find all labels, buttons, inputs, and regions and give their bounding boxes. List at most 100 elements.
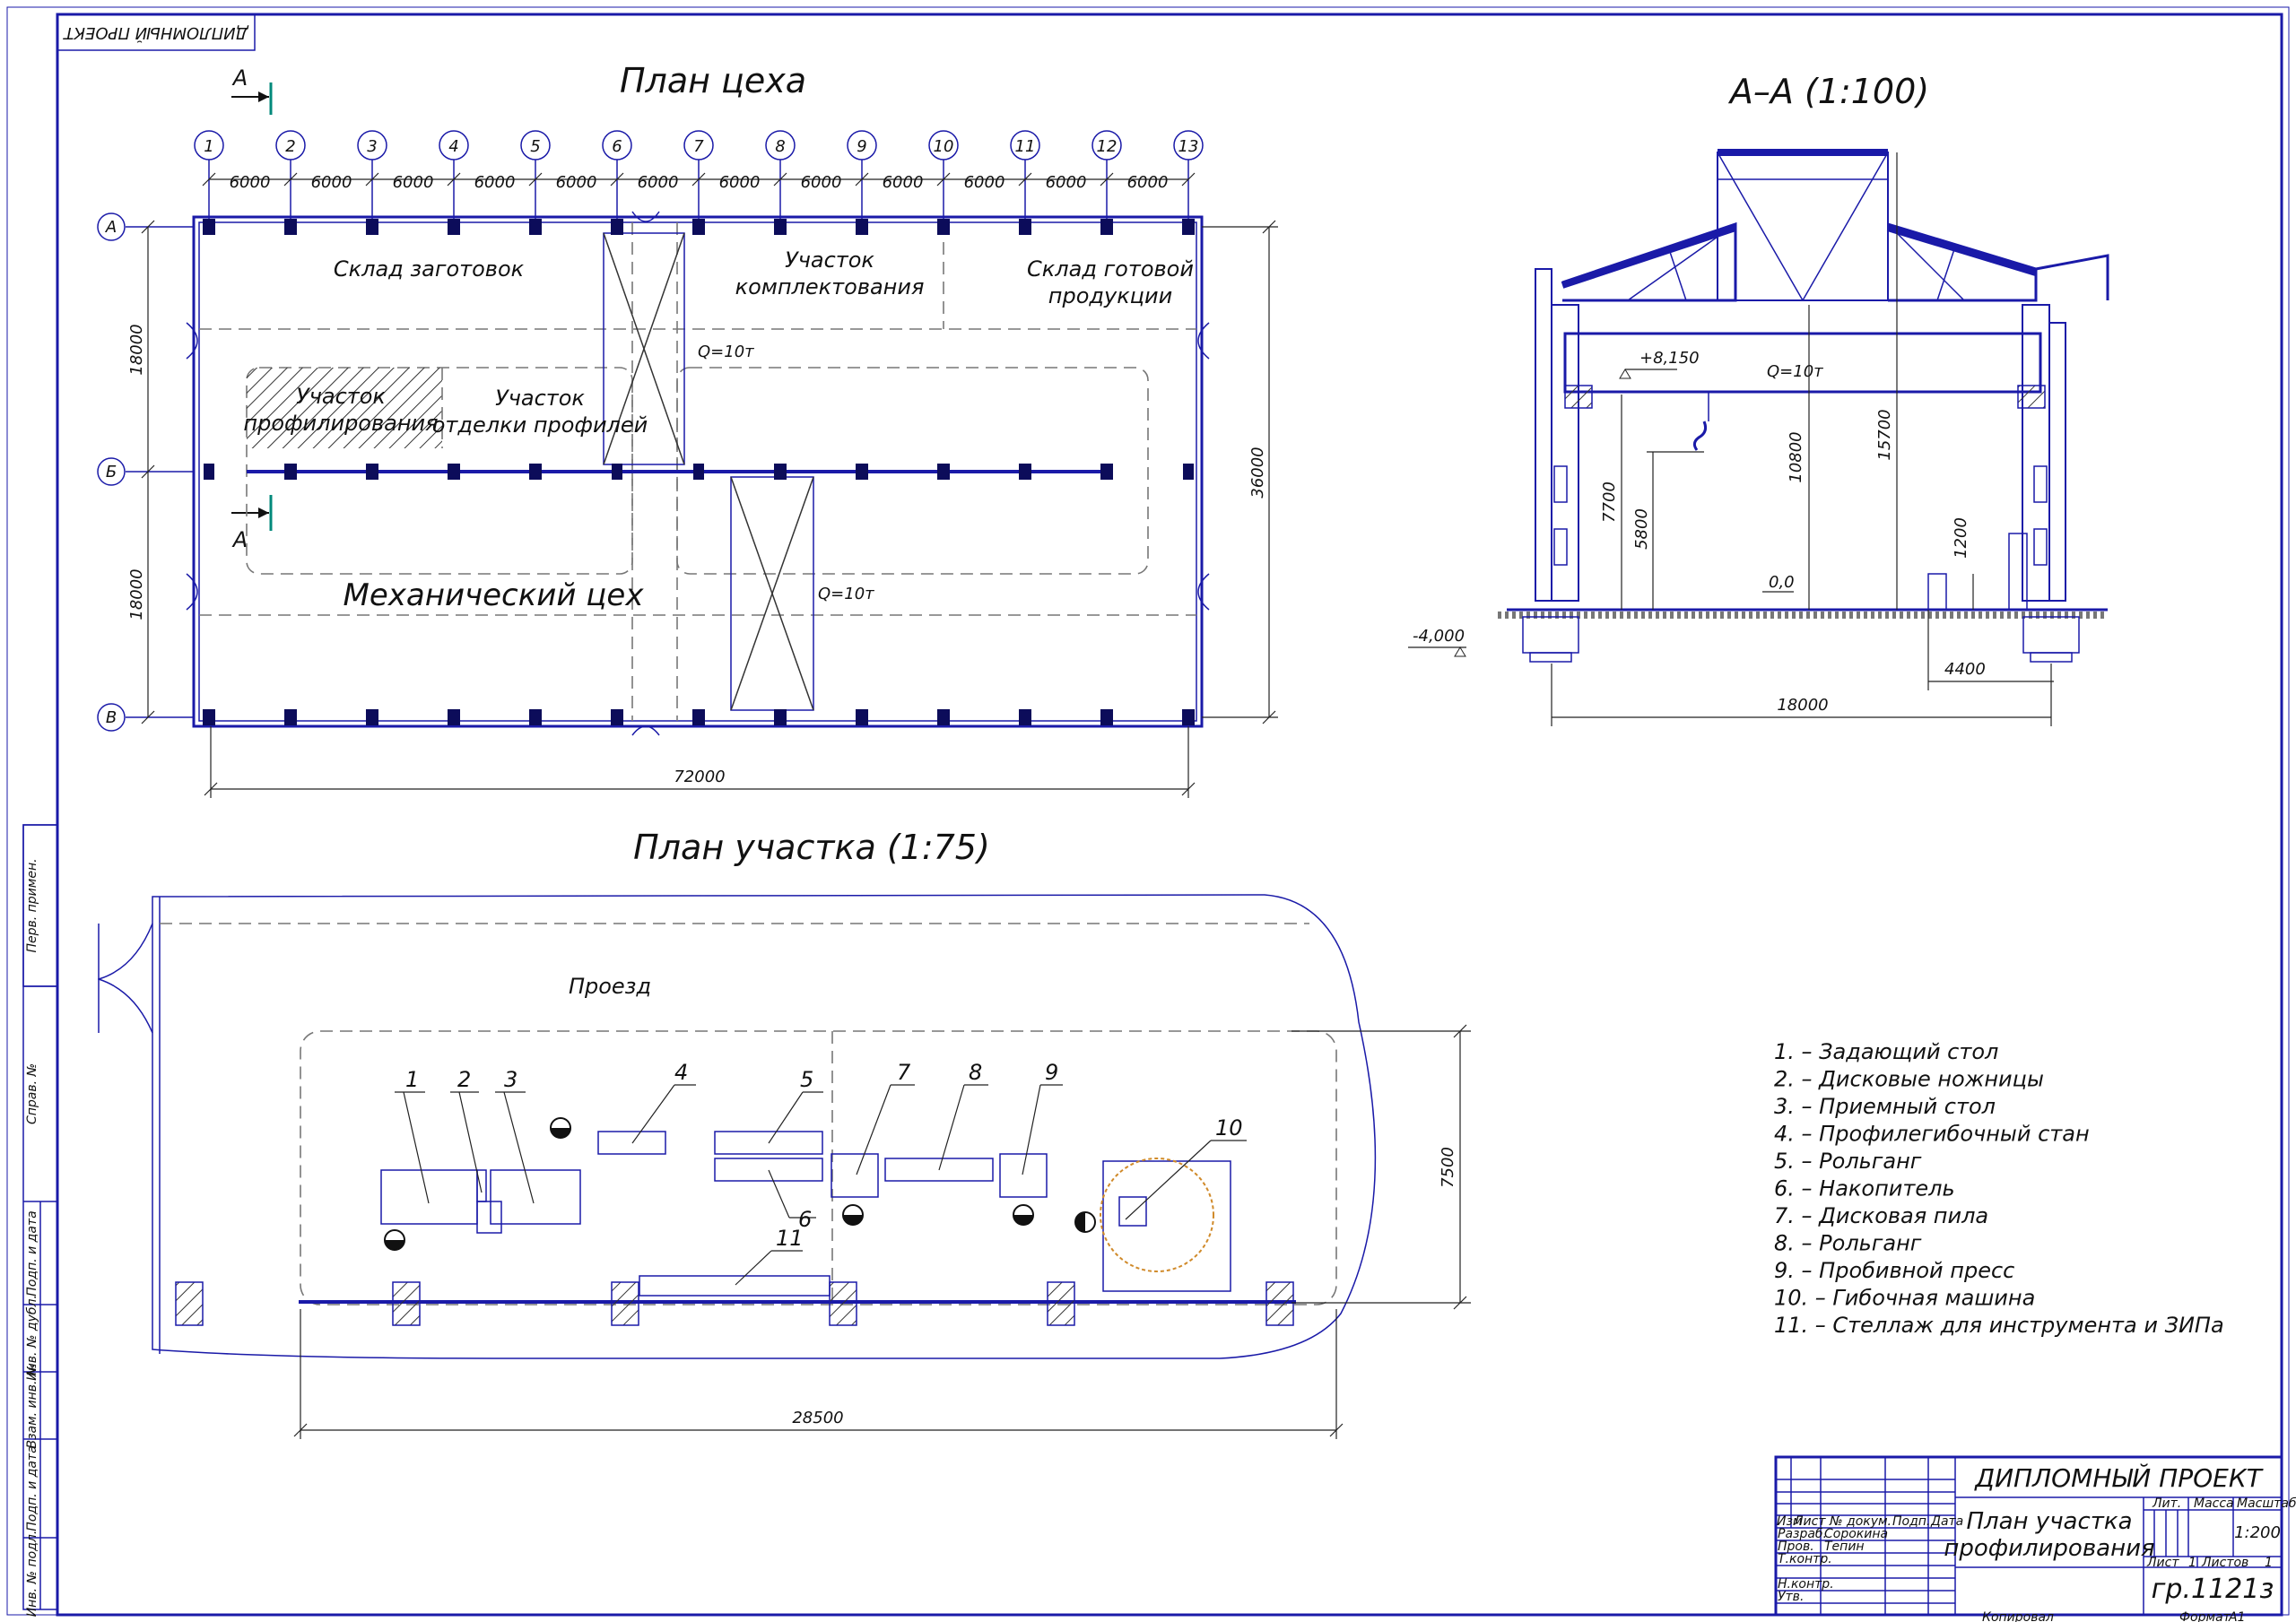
column <box>612 464 622 480</box>
plan-title: План цеха <box>620 61 806 100</box>
axis-label: 7 <box>693 137 704 156</box>
strip-label: Перв. примен. <box>25 858 39 952</box>
column <box>1183 464 1194 480</box>
axis-label: 4 <box>448 137 458 156</box>
legend-item: 4. – Профилегибочный стан <box>1774 1122 2090 1147</box>
column <box>774 219 787 235</box>
column <box>1100 464 1113 480</box>
callout: 5 <box>768 1067 823 1144</box>
legend-item: 5. – Рольганг <box>1774 1149 1922 1174</box>
span-dim: 6000 <box>393 173 434 192</box>
callout: 4 <box>631 1060 696 1144</box>
svg-text:+8,150: +8,150 <box>1639 349 1700 368</box>
operator-icon <box>842 1204 864 1226</box>
section-marker-bottom: А <box>231 495 273 552</box>
tb-drawing-name: План участка <box>1966 1508 2132 1535</box>
crane-load-2: Q=10т <box>818 585 874 603</box>
svg-text:-4,000: -4,000 <box>1413 627 1465 646</box>
column <box>1019 219 1031 235</box>
svg-text:Пров.: Пров. <box>1778 1540 1814 1554</box>
row-axes: А Б В <box>97 213 194 732</box>
section-title: А–А (1:100) <box>1727 72 1929 111</box>
column <box>448 464 460 480</box>
svg-text:Дата: Дата <box>1930 1514 1963 1529</box>
legend-item: 1. – Задающий стол <box>1774 1039 1998 1064</box>
callout: 9 <box>1022 1060 1063 1175</box>
column <box>366 709 378 725</box>
tb-project: ДИПЛОМНЫЙ ПРОЕКТ <box>1973 1462 2263 1493</box>
svg-text:Лист: Лист <box>1793 1514 1826 1529</box>
svg-text:8: 8 <box>969 1060 982 1085</box>
callout: 8 <box>938 1060 988 1171</box>
legend-item: 11. – Стеллаж для инструмента и ЗИПа <box>1774 1313 2224 1338</box>
callout: 6 <box>768 1169 816 1232</box>
column <box>529 464 542 480</box>
axis-label: 9 <box>857 137 866 156</box>
svg-text:Изм: Изм <box>1777 1514 1803 1529</box>
column <box>366 219 378 235</box>
column <box>856 464 868 480</box>
span-dim: 6000 <box>964 173 1005 192</box>
column <box>774 464 787 480</box>
callout: 2 <box>450 1067 483 1193</box>
operator-icon <box>1074 1211 1096 1233</box>
column <box>448 219 460 235</box>
operator-icon <box>384 1229 405 1251</box>
svg-text:Б: Б <box>106 463 117 481</box>
column <box>611 219 623 235</box>
dim-height: 7500 <box>1439 1147 1457 1188</box>
svg-text:1: 1 <box>405 1067 419 1092</box>
svg-text:Сорокина: Сорокина <box>1824 1527 1888 1541</box>
dim-width: 28500 <box>792 1409 843 1427</box>
svg-text:В: В <box>106 708 117 727</box>
workshop-plan: План цеха А А <box>97 61 1278 798</box>
svg-text:Т.контр.: Т.контр. <box>1778 1552 1832 1566</box>
legend-item: 2. – Дисковые ножницы <box>1774 1067 2044 1092</box>
axis-label: 13 <box>1178 137 1199 156</box>
zone-assembly: Участок <box>785 247 874 273</box>
strip-label: Инв. № дубл. <box>25 1295 39 1381</box>
zone-profile-finishing: Участок <box>495 386 585 411</box>
dim-total: 72000 <box>674 768 725 786</box>
axis-label: 5 <box>530 137 540 156</box>
svg-text:3: 3 <box>504 1067 517 1092</box>
svg-text:5800: 5800 <box>1632 508 1651 550</box>
column <box>203 219 215 235</box>
svg-text:11: 11 <box>776 1226 804 1251</box>
svg-text:5: 5 <box>800 1067 813 1092</box>
column <box>366 464 378 480</box>
dim-right: 36000 <box>1248 447 1267 498</box>
span-dim: 6000 <box>883 173 924 192</box>
tb-drawing-name: профилирования <box>1944 1535 2154 1562</box>
column <box>1019 709 1031 725</box>
dim-left-1: 18000 <box>127 324 146 375</box>
svg-text:А1: А1 <box>2228 1610 2245 1622</box>
svg-text:Подп.: Подп. <box>1892 1514 1930 1529</box>
axis-label: 2 <box>285 137 295 156</box>
svg-text:15700: 15700 <box>1875 409 1894 460</box>
column <box>692 219 705 235</box>
column <box>448 709 460 725</box>
span-dim: 6000 <box>638 173 679 192</box>
svg-text:А: А <box>231 65 248 91</box>
column <box>774 709 787 725</box>
svg-text:1200: 1200 <box>1952 517 1970 559</box>
svg-text:№ докум.: № докум. <box>1829 1514 1892 1529</box>
axis-label: 12 <box>1097 137 1118 156</box>
tb-scale: 1:200 <box>2234 1523 2281 1542</box>
span-dim: 6000 <box>1127 173 1169 192</box>
callout: 1 <box>395 1067 430 1204</box>
site-plan: План участка (1:75) Проезд <box>98 828 1471 1439</box>
axis-label: 10 <box>934 137 954 156</box>
span-dim: 6000 <box>311 173 352 192</box>
legend-item: 6. – Накопитель <box>1774 1176 1955 1201</box>
svg-text:7700: 7700 <box>1600 481 1619 523</box>
callout: 10 <box>1125 1115 1247 1220</box>
svg-text:4400: 4400 <box>1944 660 1986 679</box>
column <box>284 219 297 235</box>
side-strip: Перв. примен. Справ. № Подп. и дата Инв.… <box>22 824 58 1617</box>
column <box>1182 219 1195 235</box>
